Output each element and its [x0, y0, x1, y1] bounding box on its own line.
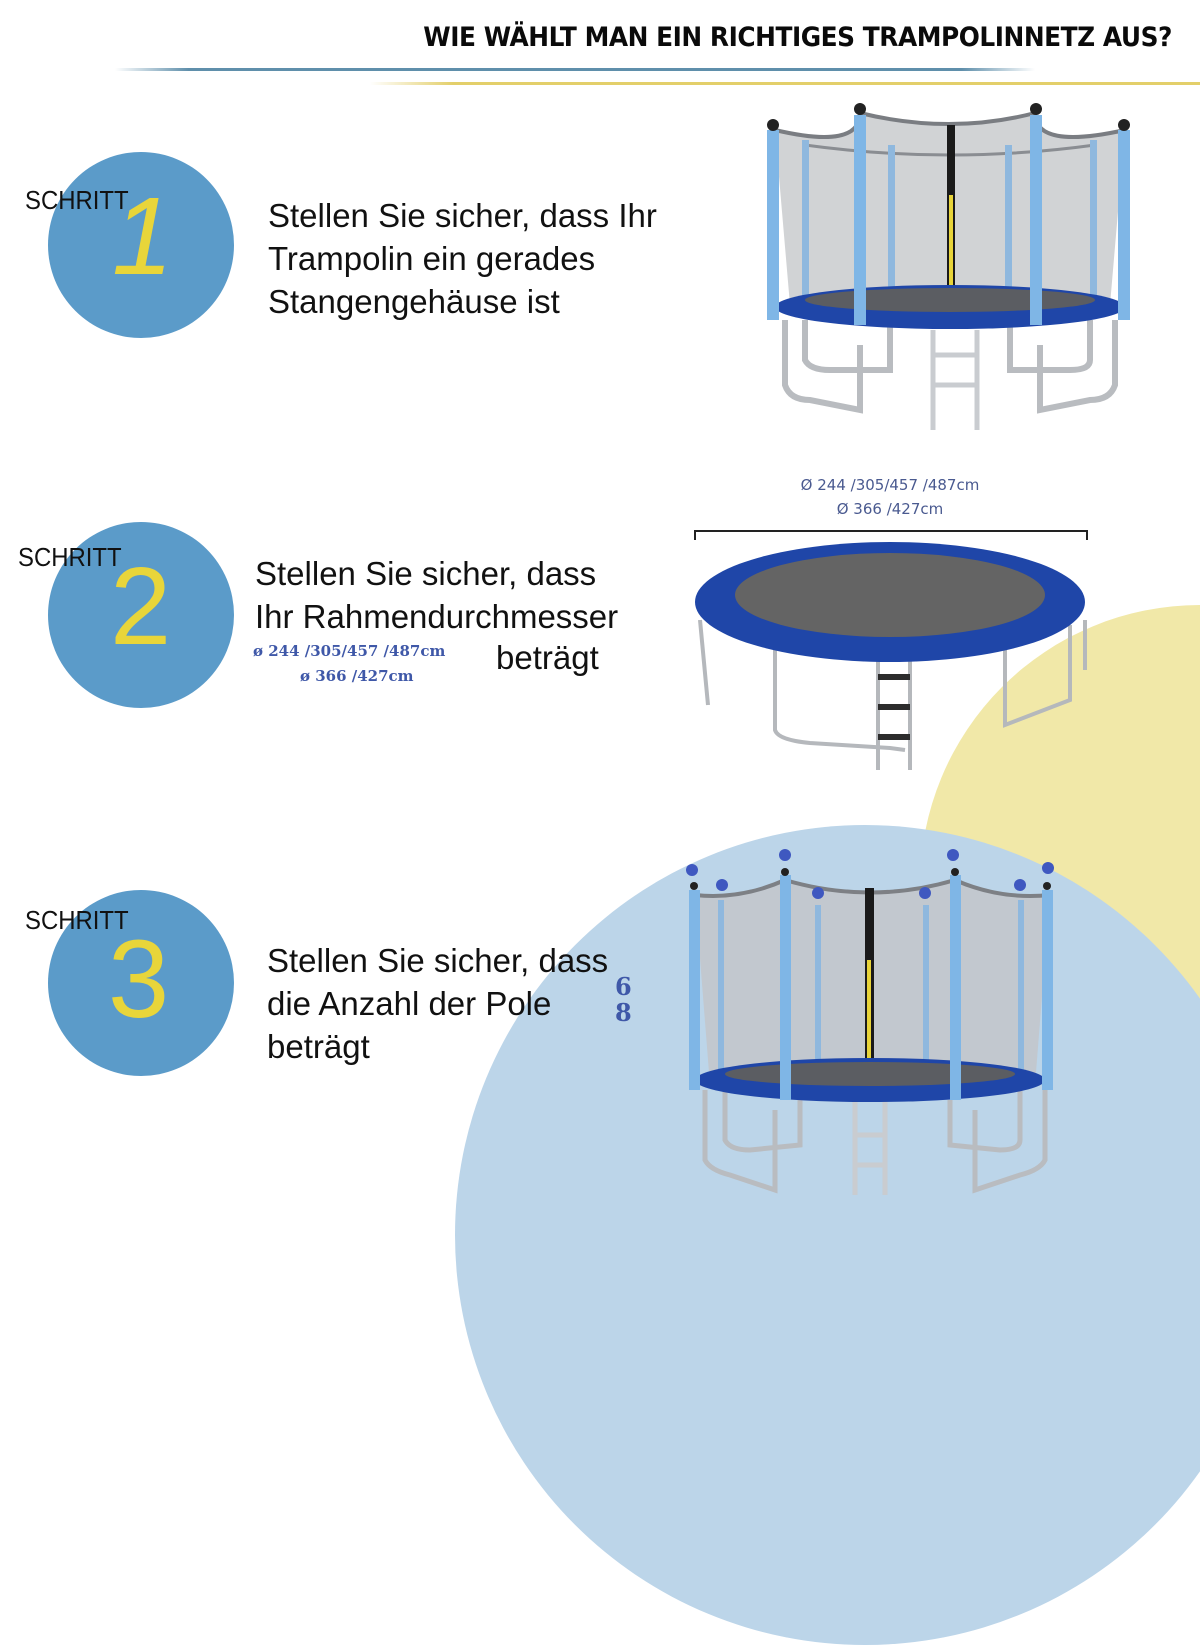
step-1-line-2: Trampolin ein gerades	[268, 240, 596, 277]
step-1-line-3: Stangengehäuse ist	[268, 283, 560, 320]
step-3-label: SCHRITT	[25, 905, 129, 935]
pole-count-8: 8	[615, 998, 632, 1027]
step-2-size-list-2: ø 366 /427cm	[300, 667, 414, 685]
diameter-labels: Ø 244 /305/457 /487cm Ø 366 /427cm	[690, 473, 1090, 521]
step-3-badge	[48, 890, 234, 1076]
step-1-label: SCHRITT	[25, 185, 129, 215]
page-title: WIE WÄHLT MAN EIN RICHTIGES TRAMPOLINNET…	[423, 22, 1172, 53]
step-1-number: 1	[112, 175, 174, 298]
diameter-label-2: Ø 366 /427cm	[836, 500, 944, 518]
step-2-number: 2	[110, 545, 172, 668]
step-3-line-3: beträgt	[267, 1028, 370, 1065]
trampoline-poles-image	[686, 849, 1054, 1195]
title-underline-blue	[115, 68, 1035, 71]
step-2-label: SCHRITT	[18, 542, 122, 572]
step-3-line-1: Stellen Sie sicher, dass	[267, 942, 609, 979]
step-2-badge	[48, 522, 234, 708]
step-2-line-1: Stellen Sie sicher, dass	[255, 555, 597, 592]
diameter-bracket	[694, 530, 1088, 540]
step-2-size-list-1: ø 244 /305/457 /487cm	[253, 642, 446, 660]
step-2-description: Stellen Sie sicher, dass Ihr Rahmendurch…	[255, 552, 618, 638]
step-3-number: 3	[108, 918, 170, 1041]
step-2-line-2: Ihr Rahmendurchmesser	[255, 598, 619, 635]
trampoline-enclosure-image	[767, 103, 1130, 430]
step-1-description: Stellen Sie sicher, dass Ihr Trampolin e…	[268, 194, 657, 323]
step-2-suffix: beträgt	[496, 639, 599, 676]
diameter-label-1: Ø 244 /305/457 /487cm	[800, 476, 980, 494]
trampoline-frame-image	[695, 542, 1087, 770]
title-underline-yellow	[370, 82, 1200, 85]
step-3-line-2: die Anzahl der Pole	[267, 985, 552, 1022]
pole-count-options: 6 8	[615, 974, 632, 1026]
step-1-badge	[48, 152, 234, 338]
step-3-description: Stellen Sie sicher, dass die Anzahl der …	[267, 939, 608, 1068]
pole-count-6: 6	[615, 972, 632, 1001]
step-1-line-1: Stellen Sie sicher, dass Ihr	[268, 197, 657, 234]
